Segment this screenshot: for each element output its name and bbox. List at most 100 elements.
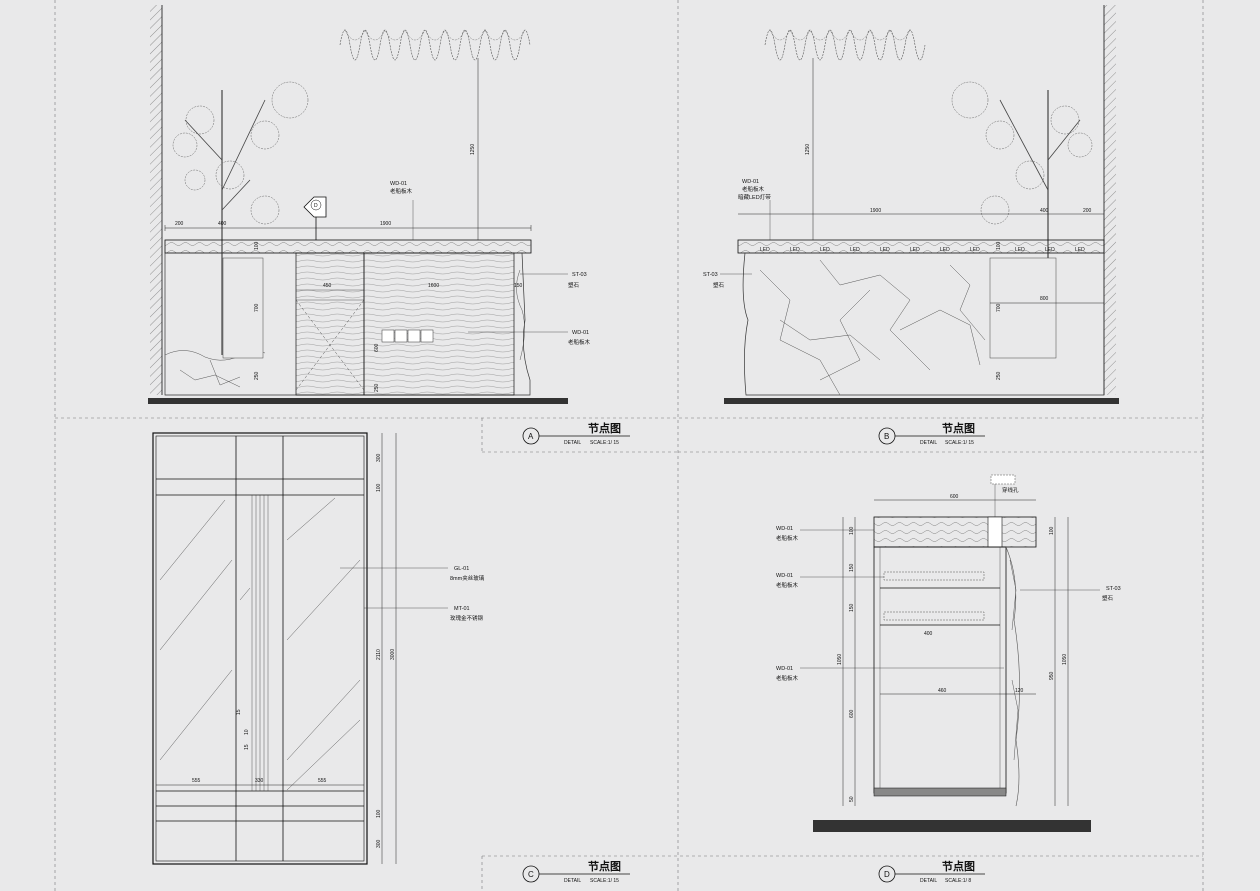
dim-a-150: 150 (514, 283, 523, 289)
svg-text:SCALE:1/ 8: SCALE:1/ 8 (945, 878, 971, 884)
dim-d-50: 50 (849, 796, 855, 802)
dim-a-600: 600 (374, 343, 380, 352)
label-d-wd01-code3: WD-01 (776, 666, 793, 672)
label-c-gl01-name: 8mm夹丝玻璃 (450, 574, 485, 582)
dim-a-700: 700 (254, 303, 260, 312)
label-b-st03-name: 塑石 (713, 281, 725, 289)
led-b-8: LED (970, 247, 980, 253)
dim-d-100: 100 (849, 526, 855, 535)
label-b-wd01-led: 暗藏LED灯带 (738, 193, 771, 201)
label-d-wd01-code1: WD-01 (776, 526, 793, 532)
svg-text:SCALE:1/ 15: SCALE:1/ 15 (945, 440, 974, 446)
label-a-wd01-name: 老船板木 (390, 187, 413, 195)
label-d-wd01-name1: 老船板木 (776, 534, 799, 542)
door-section-tag: D (303, 196, 327, 240)
led-b-11: LED (1075, 247, 1085, 253)
led-b-5: LED (880, 247, 890, 253)
label-d-wd01-code2: WD-01 (776, 573, 793, 579)
svg-text:SCALE:1/ 15: SCALE:1/ 15 (590, 440, 619, 446)
led-b-10: LED (1045, 247, 1055, 253)
detail-b-elevation: LED LED LED LED LED LED LED LED LED LED … (703, 5, 1119, 404)
dim-b-700: 700 (996, 303, 1002, 312)
led-b-3: LED (820, 247, 830, 253)
svg-text:DETAIL: DETAIL (564, 440, 581, 446)
dim-a-400: 400 (218, 221, 227, 227)
dim-a-200: 200 (175, 221, 184, 227)
dim-b-400: 400 (1040, 208, 1049, 214)
detail-a-elevation: 200 400 1900 1250 100 450 1600 150 700 6… (148, 5, 591, 404)
dim-a-250b: 250 (374, 383, 380, 392)
svg-text:C: C (528, 870, 534, 879)
svg-text:SCALE:1/ 15: SCALE:1/ 15 (590, 878, 619, 884)
svg-text:DETAIL: DETAIL (920, 440, 937, 446)
label-d-hole: 穿线孔 (1002, 486, 1019, 494)
label-a-st03-code: ST-03 (572, 272, 587, 278)
dim-c-2110: 2110 (376, 649, 382, 660)
label-a-wd01-code2: WD-01 (572, 330, 589, 336)
dim-c-15: 15 (236, 709, 242, 715)
dim-d-950: 950 (1049, 671, 1055, 680)
dim-d-400: 400 (924, 631, 933, 637)
dim-a-1250: 1250 (470, 144, 476, 155)
label-c-gl01-code: GL-01 (454, 566, 469, 572)
led-b-1: LED (760, 247, 770, 253)
title-a: 节点图 (588, 421, 621, 435)
title-block-c: C 节点图 DETAIL SCALE:1/ 15 (481, 855, 1203, 891)
title-b: 节点图 (942, 421, 975, 435)
dim-c-555: 555 (192, 778, 201, 784)
dim-c-100b: 100 (376, 809, 382, 818)
dim-d-1050r: 1050 (1062, 654, 1068, 665)
led-b-9: LED (1015, 247, 1025, 253)
dim-b-100: 100 (996, 241, 1002, 250)
svg-text:D: D (314, 203, 318, 209)
label-d-st03-name: 塑石 (1102, 594, 1114, 602)
dim-d-460: 460 (938, 688, 947, 694)
led-b-2: LED (790, 247, 800, 253)
label-a-wd01-name2: 老船板木 (568, 338, 591, 346)
dim-c-3000: 3000 (390, 649, 396, 660)
dim-c-100: 100 (376, 483, 382, 492)
dim-a-250: 250 (254, 371, 260, 380)
label-d-wd01-name2: 老船板木 (776, 581, 799, 589)
svg-text:B: B (884, 432, 889, 441)
title-block-a: A 节点图 DETAIL SCALE:1/ 15 (481, 418, 678, 453)
label-a-st03-name: 塑石 (568, 281, 580, 289)
dim-b-1900: 1900 (870, 208, 881, 214)
dim-c-300: 300 (376, 453, 382, 462)
dim-d-150b: 150 (849, 603, 855, 612)
detail-d-section: 600 100 150 150 1050 600 50 400 460 120 … (776, 474, 1121, 832)
title-block-d: D 节点图 DETAIL SCALE:1/ 8 (878, 859, 985, 884)
dim-b-250: 250 (996, 371, 1002, 380)
sheet-frame (54, 0, 1204, 891)
label-a-wd01-code: WD-01 (390, 181, 407, 187)
dim-c-15b: 15 (244, 744, 250, 750)
dim-c-300b: 300 (376, 839, 382, 848)
dim-d-600: 600 (950, 494, 959, 500)
dim-b-200: 200 (1083, 208, 1092, 214)
detail-c-door-elevation: 555 330 555 15 10 15 300 100 2110 3000 1… (152, 432, 485, 865)
led-b-7: LED (940, 247, 950, 253)
led-b-4: LED (850, 247, 860, 253)
title-d: 节点图 (942, 859, 975, 873)
svg-text:DETAIL: DETAIL (564, 878, 581, 884)
dim-a-450: 450 (323, 283, 332, 289)
label-c-mt01-name: 玫瑰金不锈钢 (450, 614, 484, 622)
svg-text:D: D (884, 870, 890, 879)
dim-a-100: 100 (254, 241, 260, 250)
dim-d-600: 600 (849, 709, 855, 718)
svg-text:A: A (528, 432, 534, 441)
label-d-st03-code: ST-03 (1106, 586, 1121, 592)
dim-b-1250: 1250 (805, 144, 811, 155)
svg-text:DETAIL: DETAIL (920, 878, 937, 884)
title-block-b: B 节点图 DETAIL SCALE:1/ 15 (678, 421, 1203, 453)
dim-d-100r: 100 (1049, 526, 1055, 535)
label-b-wd01-name: 老船板木 (742, 185, 765, 193)
dim-d-150: 150 (849, 563, 855, 572)
label-b-wd01-code: WD-01 (742, 179, 759, 185)
dim-a-1900: 1900 (380, 221, 391, 227)
title-c: 节点图 (588, 859, 621, 873)
dim-c-555b: 555 (318, 778, 327, 784)
dim-c-10: 10 (244, 729, 250, 735)
dim-d-120: 120 (1015, 688, 1024, 694)
